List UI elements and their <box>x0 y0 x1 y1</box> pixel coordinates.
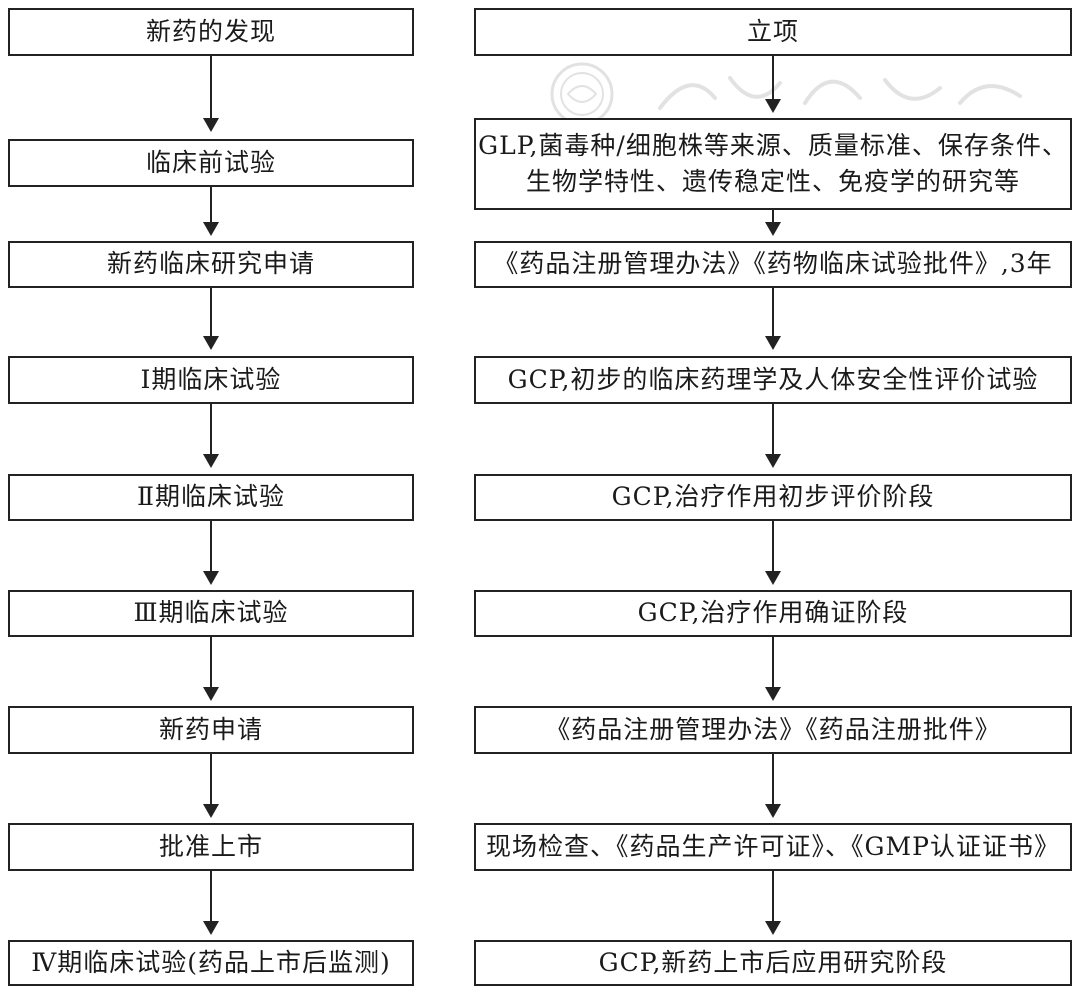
detail-post-market: GCP,新药上市后应用研究阶段 <box>474 940 1072 986</box>
arrow-down <box>765 871 781 935</box>
step-label: Ⅰ期临床试验 <box>140 364 282 394</box>
detail-label: GCP,治疗作用确证阶段 <box>637 598 909 628</box>
arrow-down <box>765 288 781 350</box>
detail-phase-3: GCP,治疗作用确证阶段 <box>474 590 1072 637</box>
detail-phase-1: GCP,初步的临床药理学及人体安全性评价试验 <box>474 356 1072 404</box>
arrow-down <box>203 637 219 701</box>
arrow-down <box>765 210 781 236</box>
step-phase-3: Ⅲ期临床试验 <box>8 590 414 637</box>
step-market-approval: 批准上市 <box>8 823 414 871</box>
detail-label: GCP,新药上市后应用研究阶段 <box>598 947 948 977</box>
step-phase-2: Ⅱ期临床试验 <box>8 474 414 521</box>
step-phase-4: Ⅳ期临床试验(药品上市后监测) <box>8 940 414 986</box>
step-ind-application: 新药临床研究申请 <box>8 241 414 288</box>
detail-label: 《药品注册管理办法》《药品注册批件》 <box>545 714 1001 744</box>
step-label: 新药的发现 <box>145 16 276 46</box>
detail-label: GCP,治疗作用初步评价阶段 <box>611 482 935 512</box>
arrow-down <box>765 637 781 701</box>
detail-inspection-certificates: 现场检查、《药品生产许可证》、《GMP认证证书》 <box>474 823 1072 871</box>
arrow-down <box>203 288 219 350</box>
detail-preclinical: GLP,菌毒种/细胞株等来源、质量标准、保存条件、 生物学特性、遗传稳定性、免疫… <box>474 118 1072 210</box>
step-nda: 新药申请 <box>8 706 414 754</box>
detail-label: GCP,初步的临床药理学及人体安全性评价试验 <box>507 364 1039 394</box>
detail-label: 现场检查、《药品生产许可证》、《GMP认证证书》 <box>486 831 1060 861</box>
step-label: Ⅱ期临床试验 <box>137 482 285 512</box>
step-label: 批准上市 <box>158 831 263 861</box>
detail-phase-2: GCP,治疗作用初步评价阶段 <box>474 474 1072 521</box>
step-label: 新药临床研究申请 <box>106 249 315 279</box>
detail-project-initiation: 立项 <box>474 8 1072 56</box>
detail-label: GLP,菌毒种/细胞株等来源、质量标准、保存条件、 生物学特性、遗传稳定性、免疫… <box>478 130 1068 196</box>
step-phase-1: Ⅰ期临床试验 <box>8 356 414 404</box>
step-new-drug-discovery: 新药的发现 <box>8 8 414 56</box>
arrow-down <box>765 404 781 468</box>
detail-ind-approval: 《药品注册管理办法》《药物临床试验批件》,3年 <box>474 241 1072 288</box>
detail-label: 《药品注册管理办法》《药物临床试验批件》,3年 <box>493 249 1053 279</box>
arrow-down <box>765 56 781 113</box>
arrow-down <box>203 521 219 585</box>
step-label: 临床前试验 <box>145 147 276 177</box>
step-label: Ⅳ期临床试验(药品上市后监测) <box>31 947 391 977</box>
step-label: 新药申请 <box>158 714 263 744</box>
arrow-down <box>203 404 219 468</box>
detail-registration-approval: 《药品注册管理办法》《药品注册批件》 <box>474 706 1072 754</box>
step-preclinical-trial: 临床前试验 <box>8 139 414 187</box>
arrow-down <box>765 521 781 585</box>
step-label: Ⅲ期临床试验 <box>133 598 289 628</box>
arrow-down <box>765 754 781 818</box>
arrow-down <box>203 871 219 935</box>
arrow-down <box>203 56 219 132</box>
arrow-down <box>203 754 219 818</box>
arrow-down <box>203 187 219 236</box>
detail-label: 立项 <box>746 16 799 46</box>
